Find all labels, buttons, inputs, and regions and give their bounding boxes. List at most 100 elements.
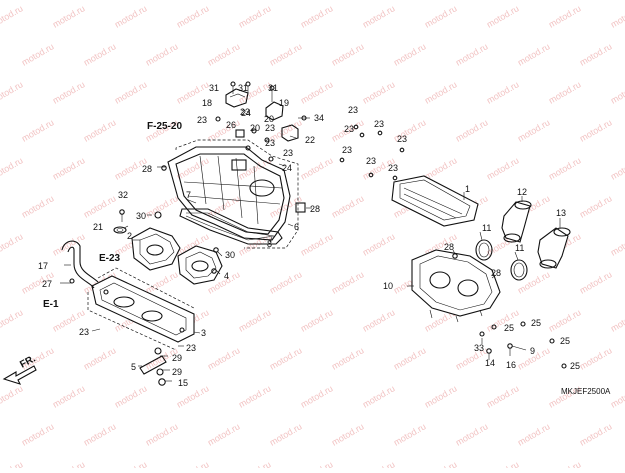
label-31: 31 bbox=[209, 83, 219, 93]
watermark-text: motod.ru bbox=[82, 421, 118, 447]
funnel-12 bbox=[501, 200, 532, 243]
diagram-code: MKJEF2500A bbox=[561, 387, 611, 396]
label-29-b: 29 bbox=[172, 367, 182, 377]
watermark-text: motod.ru bbox=[268, 345, 304, 371]
label-2: 2 bbox=[127, 231, 132, 241]
bracket-19-assembly bbox=[265, 85, 284, 121]
label-30-b: 30 bbox=[225, 250, 235, 260]
front-direction-arrow bbox=[2, 365, 37, 385]
label-28-c: 28 bbox=[444, 242, 454, 252]
watermark-text: motod.ru bbox=[609, 383, 625, 409]
label-11b: 11 bbox=[515, 243, 524, 253]
watermark-text: motod.ru bbox=[516, 117, 552, 143]
watermark-text: motod.ru bbox=[113, 79, 149, 105]
intake-duct-4 bbox=[177, 245, 223, 285]
label-31-c: 31 bbox=[268, 83, 278, 93]
watermark-text: motod.ru bbox=[82, 193, 118, 219]
watermark-text: motod.ru bbox=[299, 459, 335, 468]
label-23-g: 23 bbox=[374, 119, 384, 129]
watermark-text: motod.ru bbox=[330, 193, 366, 219]
watermark-text: motod.ru bbox=[361, 307, 397, 333]
watermark-text: motod.ru bbox=[330, 421, 366, 447]
watermark-text: motod.ru bbox=[0, 307, 25, 333]
label-13: 13 bbox=[556, 208, 566, 218]
watermark-text: motod.ru bbox=[609, 459, 625, 468]
bolt-23-top bbox=[215, 116, 274, 162]
watermark-text: motod.ru bbox=[423, 79, 459, 105]
label-32: 32 bbox=[118, 190, 128, 200]
watermark-text: motod.ru bbox=[299, 79, 335, 105]
label-3: 3 bbox=[201, 328, 206, 338]
watermark-text: motod.ru bbox=[516, 421, 552, 447]
section-ref-f2520: F-25-20 bbox=[147, 121, 182, 132]
watermark-text: motod.ru bbox=[578, 41, 614, 67]
watermark-text: motod.ru bbox=[51, 231, 87, 257]
bracket-18-assembly bbox=[225, 81, 251, 108]
watermark-text: motod.ru bbox=[578, 117, 614, 143]
watermark-text: motod.ru bbox=[485, 383, 521, 409]
section-ref-e23: E-23 bbox=[99, 253, 121, 264]
watermark-text: motod.ru bbox=[268, 269, 304, 295]
intake-duct-2 bbox=[131, 227, 181, 271]
label-20-b: 20 bbox=[264, 114, 274, 124]
joint-plate-3 bbox=[91, 275, 195, 343]
ring-11-lower bbox=[510, 259, 528, 281]
watermark-text: motod.ru bbox=[485, 307, 521, 333]
watermark-text: motod.ru bbox=[609, 231, 625, 257]
label-23-k: 23 bbox=[366, 156, 376, 166]
leader-lines bbox=[60, 117, 561, 382]
label-23-d: 23 bbox=[265, 138, 275, 148]
label-25-b: 25 bbox=[504, 323, 514, 333]
watermark-text: motod.ru bbox=[578, 421, 614, 447]
label-24-b: 24 bbox=[282, 163, 292, 173]
label-27: 27 bbox=[42, 279, 52, 289]
watermark-text: motod.ru bbox=[268, 41, 304, 67]
watermark-text: motod.ru bbox=[20, 193, 56, 219]
label-29: 29 bbox=[172, 353, 182, 363]
label-23-b: 23 bbox=[240, 107, 250, 117]
label-31-b: 31 bbox=[238, 83, 248, 93]
watermark-text: motod.ru bbox=[516, 269, 552, 295]
watermark-text: motod.ru bbox=[423, 3, 459, 29]
watermark-text: motod.ru bbox=[361, 79, 397, 105]
label-18: 18 bbox=[202, 98, 212, 108]
watermark-text: motod.ru bbox=[578, 193, 614, 219]
watermark-text: motod.ru bbox=[454, 41, 490, 67]
watermark-text: motod.ru bbox=[392, 421, 428, 447]
label-7: 7 bbox=[186, 190, 191, 200]
label-23-l: 23 bbox=[388, 163, 398, 173]
watermark-text: motod.ru bbox=[144, 41, 180, 67]
label-26: 26 bbox=[226, 120, 236, 130]
label-28-d: 28 bbox=[491, 268, 501, 278]
funnel-13 bbox=[537, 227, 571, 269]
watermark-text: motod.ru bbox=[361, 459, 397, 468]
watermark-text: motod.ru bbox=[0, 79, 25, 105]
watermark-text: motod.ru bbox=[206, 345, 242, 371]
watermark-text: motod.ru bbox=[516, 41, 552, 67]
repeat-labels: 31 31 23 23 23 23 23 23 23 23 23 23 23 2… bbox=[79, 83, 580, 377]
label-34: 34 bbox=[314, 113, 324, 123]
label-11a: 11 bbox=[482, 223, 491, 233]
label-25-c: 25 bbox=[560, 336, 570, 346]
label-9: 9 bbox=[530, 346, 535, 356]
watermark-text: motod.ru bbox=[20, 41, 56, 67]
label-17: 17 bbox=[38, 261, 48, 271]
watermark-text: motod.ru bbox=[361, 231, 397, 257]
watermark-text: motod.ru bbox=[299, 155, 335, 181]
label-4: 4 bbox=[224, 271, 229, 281]
clamp-21 bbox=[113, 226, 127, 234]
label-23-m: 23 bbox=[186, 343, 196, 353]
air-filter-element-1 bbox=[391, 175, 479, 227]
label-19: 19 bbox=[279, 98, 289, 108]
watermark-text: motod.ru bbox=[0, 383, 25, 409]
watermark-text: motod.ru bbox=[237, 383, 273, 409]
watermark-text: motod.ru bbox=[547, 3, 583, 29]
lower-case-10 bbox=[411, 249, 501, 323]
watermark-text: motod.ru bbox=[0, 3, 25, 29]
ring-11-upper bbox=[475, 239, 493, 261]
watermark-text: motod.ru bbox=[113, 459, 149, 468]
watermark-text: motod.ru bbox=[547, 459, 583, 468]
watermark-text: motod.ru bbox=[361, 383, 397, 409]
label-23-i: 23 bbox=[344, 124, 354, 134]
